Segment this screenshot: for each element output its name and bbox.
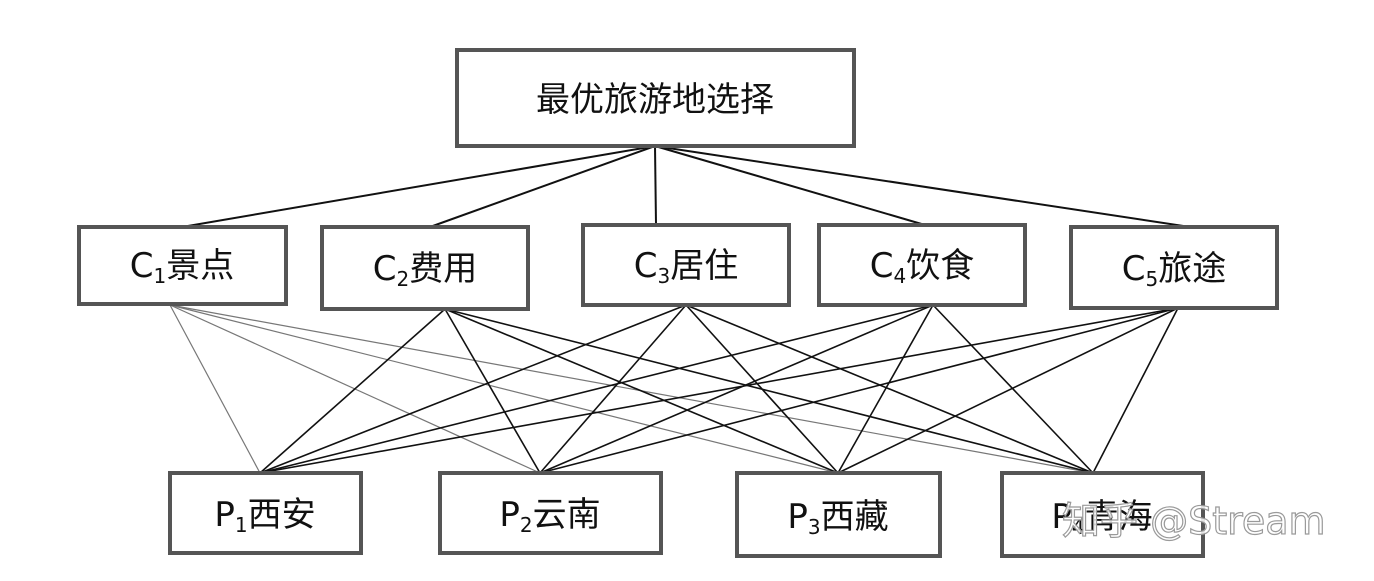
edge-c2-p2 [444, 308, 541, 474]
edge-goal-c2 [429, 145, 656, 228]
edge-c2-p4 [444, 308, 1094, 474]
edge-c3-p2 [539, 304, 687, 474]
alternative-label-p1: P1西安 [214, 495, 315, 537]
criterion-label-c1: C1景点 [130, 246, 234, 288]
criterion-label-c4: C4饮食 [870, 246, 974, 288]
goal-node: 最优旅游地选择 [455, 48, 856, 148]
edge-goal-c4 [654, 145, 926, 226]
criterion-label-c2: C2费用 [373, 249, 477, 291]
alternative-label-p4: P4青海 [1051, 497, 1152, 539]
criterion-label-c3: C3居住 [634, 246, 738, 288]
goal-label: 最优旅游地选择 [536, 80, 774, 120]
edge-c2-p3 [444, 308, 839, 474]
edge-c3-p3 [685, 304, 839, 474]
edge-c5-p2 [539, 307, 1179, 474]
edge-goal-c5 [654, 145, 1191, 228]
edge-c3-p4 [685, 304, 1094, 474]
edge-c4-p3 [837, 304, 934, 474]
criterion-node-c5: C5旅途 [1069, 225, 1279, 310]
alternative-label-p3: P3西藏 [787, 497, 888, 539]
watermark-text: 知乎 @Stream [1062, 499, 1326, 543]
edge-c3-p1 [259, 304, 687, 474]
edge-c4-p2 [539, 304, 934, 474]
edge-c5-p3 [837, 307, 1179, 474]
alternative-node-p1: P1西安 [168, 471, 363, 555]
criterion-node-c4: C4饮食 [817, 223, 1027, 307]
edge-goal-c3 [654, 145, 657, 226]
edge-c4-p1 [259, 304, 934, 474]
alternative-node-p3: P3西藏 [735, 471, 942, 558]
edge-c1-p1 [169, 304, 261, 474]
edge-c2-p1 [259, 308, 446, 474]
edge-goal-c1 [181, 145, 656, 228]
alternative-node-p4: P4青海 [1000, 471, 1205, 558]
criterion-node-c1: C1景点 [77, 225, 288, 306]
edge-c4-p4 [932, 304, 1094, 474]
alternative-node-p2: P2云南 [438, 471, 663, 555]
criterion-node-c2: C2费用 [320, 225, 530, 311]
criterion-node-c3: C3居住 [581, 223, 791, 307]
edge-c1-p3 [169, 304, 839, 474]
edges-layer [169, 145, 1191, 474]
alternative-label-p2: P2云南 [499, 495, 600, 537]
edge-c5-p4 [1092, 307, 1179, 474]
criterion-label-c5: C5旅途 [1122, 249, 1226, 291]
edge-c1-p4 [169, 304, 1094, 474]
edge-c5-p1 [259, 307, 1179, 474]
